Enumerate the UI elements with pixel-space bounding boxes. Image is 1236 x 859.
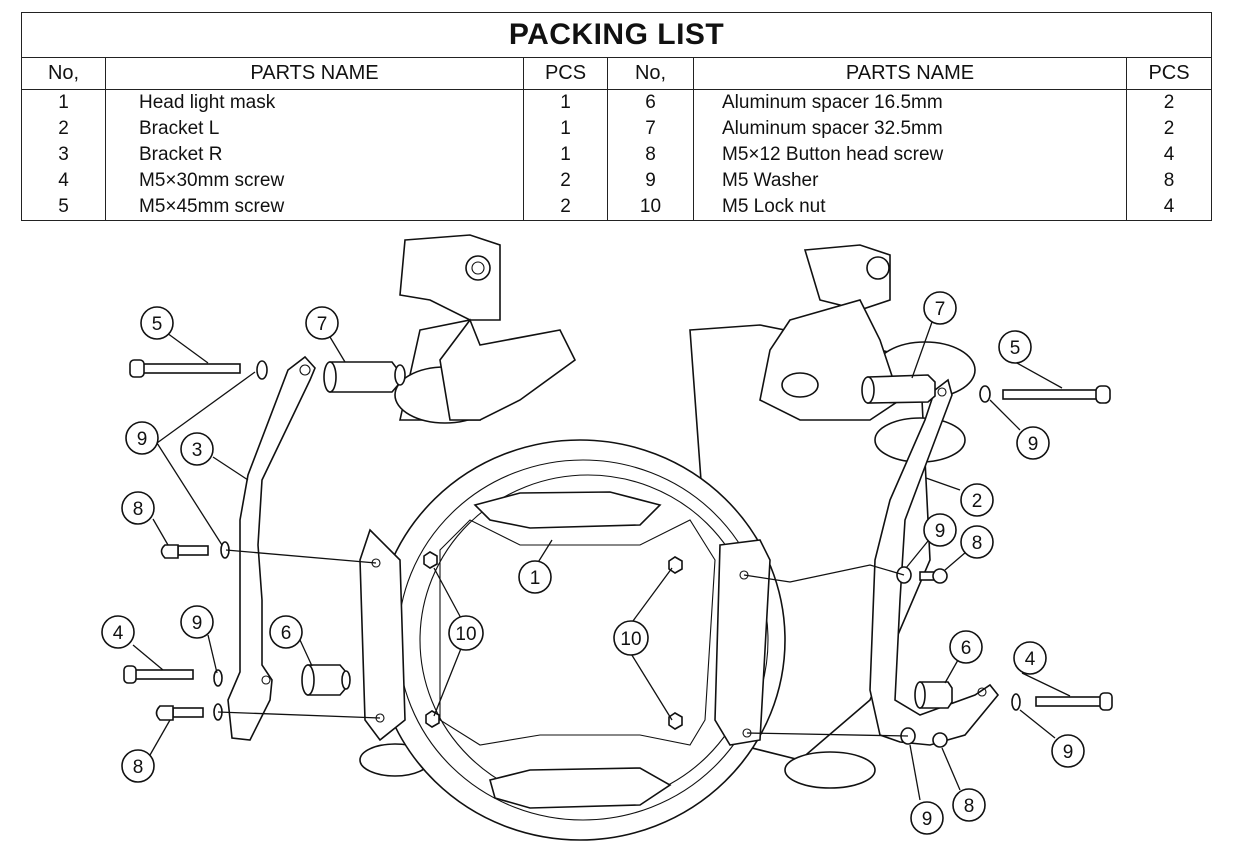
callout-9: 9 — [1016, 426, 1050, 460]
header-parts-name: PARTS NAME — [693, 57, 1127, 90]
hardware-left — [123, 359, 406, 721]
part-pcs: 1 — [523, 142, 608, 168]
part-pcs: 2 — [523, 194, 608, 221]
svg-text:1: 1 — [530, 568, 541, 589]
part-no: 6 — [607, 89, 694, 116]
svg-text:6: 6 — [281, 623, 292, 644]
callout-8: 8 — [952, 788, 986, 822]
callout-9: 9 — [125, 421, 159, 455]
header-parts-name: PARTS NAME — [105, 57, 524, 90]
callout-6: 6 — [949, 630, 983, 664]
svg-text:9: 9 — [1028, 434, 1039, 455]
bracket-r — [227, 355, 316, 741]
part-no: 1 — [21, 89, 106, 116]
part-no: 7 — [607, 116, 694, 142]
callout-1: 1 — [518, 560, 552, 594]
part-name: Head light mask — [105, 89, 524, 116]
part-no: 4 — [21, 168, 106, 194]
part-name: Bracket R — [105, 142, 524, 168]
callout-5: 5 — [998, 330, 1032, 364]
part-name: Bracket L — [105, 116, 524, 142]
table-row: 2 Bracket L 1 7 Aluminum spacer 32.5mm 2 — [21, 116, 1213, 142]
callout-7: 7 — [923, 291, 957, 325]
part-no: 8 — [607, 142, 694, 168]
part-pcs: 1 — [523, 89, 608, 116]
svg-text:7: 7 — [935, 299, 946, 320]
part-name: Aluminum spacer 16.5mm — [693, 89, 1127, 116]
svg-text:8: 8 — [964, 796, 975, 817]
part-pcs: 2 — [523, 168, 608, 194]
table-row: 3 Bracket R 1 8 M5×12 Button head screw … — [21, 142, 1213, 168]
svg-text:3: 3 — [192, 440, 203, 461]
part-name: M5×30mm screw — [105, 168, 524, 194]
part-name: M5 Washer — [693, 168, 1127, 194]
svg-text:5: 5 — [1010, 338, 1021, 359]
leader-lines — [132, 321, 1071, 801]
table-row: 5 M5×45mm screw 2 10 M5 Lock nut 4 — [21, 194, 1213, 221]
svg-text:9: 9 — [935, 521, 946, 542]
bracket-l — [869, 378, 1000, 746]
part-name: Aluminum spacer 32.5mm — [693, 116, 1127, 142]
part-no: 9 — [607, 168, 694, 194]
part-pcs: 2 — [1125, 89, 1213, 116]
callout-10: 10 — [448, 615, 484, 651]
callout-4: 4 — [101, 615, 135, 649]
packing-list-table: PACKING LIST No, PARTS NAME PCS No, PART… — [20, 12, 1213, 221]
callout-5: 5 — [140, 306, 174, 340]
header-pcs: PCS — [523, 57, 608, 90]
head-light-mask — [359, 439, 786, 841]
callout-9: 9 — [923, 513, 957, 547]
svg-text:9: 9 — [922, 809, 933, 830]
svg-text:7: 7 — [317, 314, 328, 335]
header-no: No, — [21, 57, 106, 90]
callout-9: 9 — [180, 605, 214, 639]
svg-text:8: 8 — [972, 533, 983, 554]
svg-text:4: 4 — [113, 623, 124, 644]
part-no: 10 — [607, 194, 694, 221]
svg-text:10: 10 — [455, 624, 476, 645]
callout-8: 8 — [960, 525, 994, 559]
table-row: 4 M5×30mm screw 2 9 M5 Washer 8 — [21, 168, 1213, 194]
callout-6: 6 — [269, 615, 303, 649]
exploded-assembly-diagram: 1 2 3 4 4 5 5 6 6 7 7 8 8 8 8 9 9 9 9 9 … — [101, 234, 1113, 841]
part-pcs: 1 — [523, 116, 608, 142]
assembly-lines — [217, 549, 909, 737]
part-name: M5×45mm screw — [105, 194, 524, 221]
callout-4: 4 — [1013, 641, 1047, 675]
svg-text:2: 2 — [972, 491, 983, 512]
part-no: 2 — [21, 116, 106, 142]
callout-10: 10 — [613, 620, 649, 656]
part-name: M5×12 Button head screw — [693, 142, 1127, 168]
svg-text:6: 6 — [961, 638, 972, 659]
part-name: M5 Lock nut — [693, 194, 1127, 221]
svg-text:8: 8 — [133, 499, 144, 520]
callout-9: 9 — [910, 801, 944, 835]
part-no: 5 — [21, 194, 106, 221]
part-pcs: 4 — [1125, 194, 1213, 221]
svg-text:4: 4 — [1025, 649, 1036, 670]
part-no: 3 — [21, 142, 106, 168]
callout-8: 8 — [121, 491, 155, 525]
svg-text:9: 9 — [192, 613, 203, 634]
svg-text:8: 8 — [133, 757, 144, 778]
callout-8: 8 — [121, 749, 155, 783]
callout-7: 7 — [305, 306, 339, 340]
hardware-right — [861, 374, 1113, 748]
table-row: 1 Head light mask 1 6 Aluminum spacer 16… — [21, 89, 1213, 116]
callout-9: 9 — [1051, 734, 1085, 768]
svg-text:9: 9 — [1063, 742, 1074, 763]
packing-list-title: PACKING LIST — [20, 12, 1213, 58]
svg-text:5: 5 — [152, 314, 163, 335]
part-pcs: 4 — [1125, 142, 1213, 168]
svg-text:9: 9 — [137, 429, 148, 450]
table-header-row: No, PARTS NAME PCS No, PARTS NAME PCS — [21, 57, 1213, 90]
callout-3: 3 — [180, 432, 214, 466]
part-pcs: 8 — [1125, 168, 1213, 194]
svg-text:10: 10 — [620, 629, 641, 650]
header-no: No, — [607, 57, 694, 90]
callout-2: 2 — [960, 483, 994, 517]
part-pcs: 2 — [1125, 116, 1213, 142]
header-pcs: PCS — [1125, 57, 1213, 90]
